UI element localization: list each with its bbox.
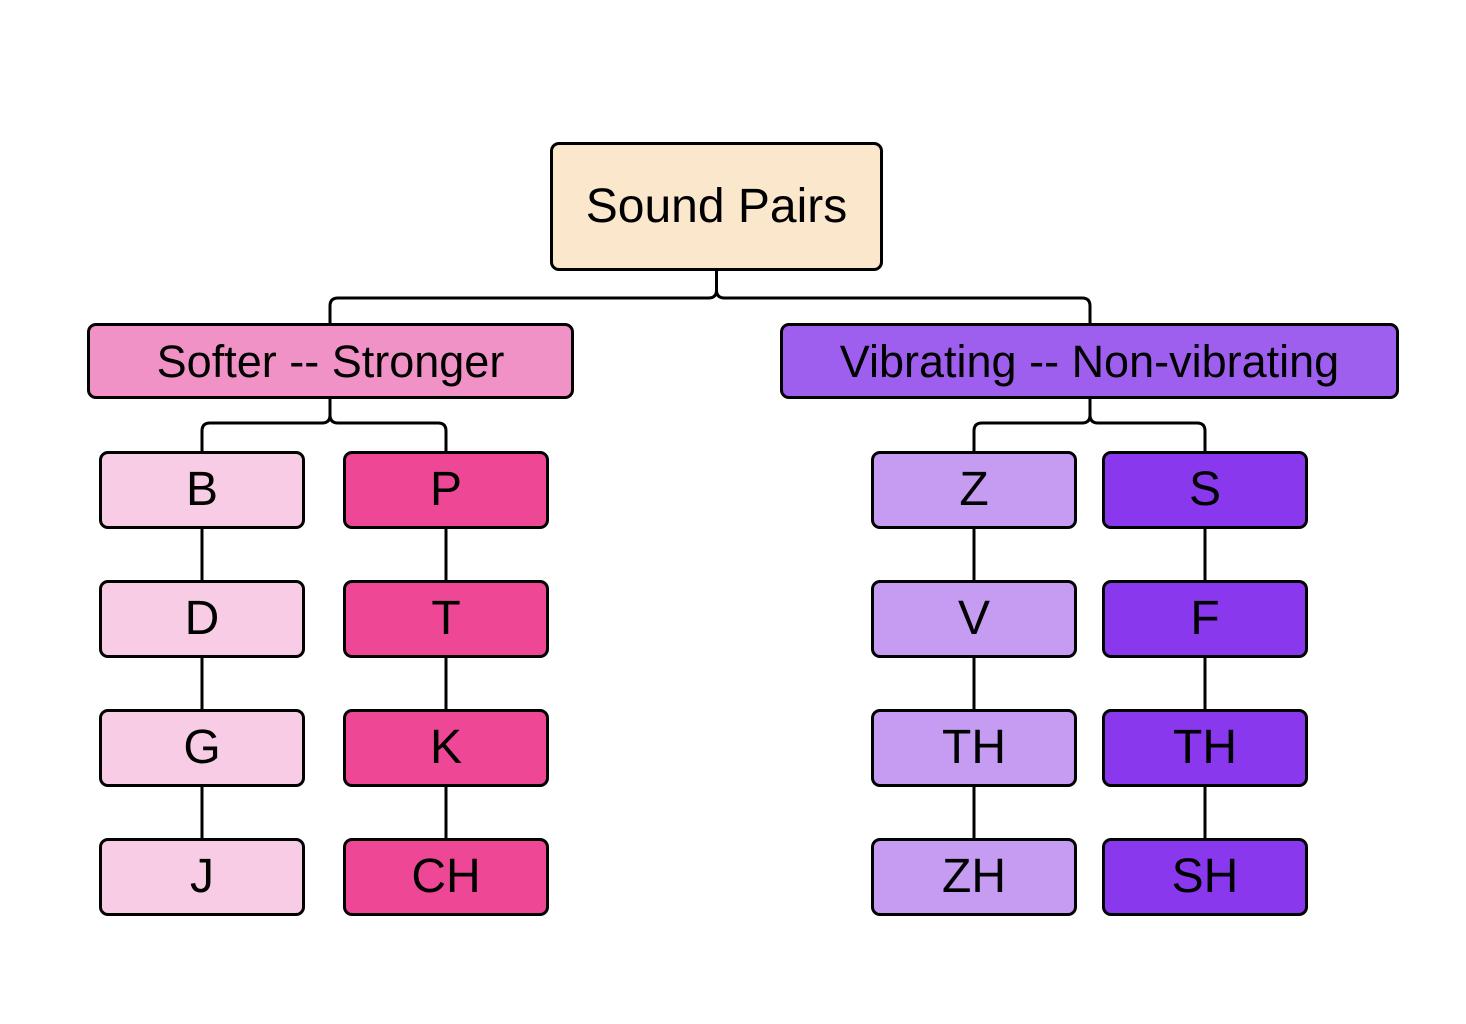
node-p: P [343,451,549,529]
node-f: F [1102,580,1308,658]
edge-root-to-left-branch [328,271,718,323]
node-th-nonvibrating: TH [1102,709,1308,787]
node-j: J [99,838,305,916]
node-d: D [99,580,305,658]
node-softer-stronger: Softer -- Stronger [87,323,574,399]
node-k: K [343,709,549,787]
node-th-vibrating: TH [871,709,1077,787]
node-t: T [343,580,549,658]
edge-left-branch-to-softer-column [200,399,332,451]
edge-right-branch-to-nonvibrating-column [1088,399,1207,451]
node-zh: ZH [871,838,1077,916]
node-g: G [99,709,305,787]
node-v: V [871,580,1077,658]
edge-left-branch-to-stronger-column [328,399,448,451]
node-vibrating-nonvibrating: Vibrating -- Non-vibrating [780,323,1399,399]
node-sh: SH [1102,838,1308,916]
node-z: Z [871,451,1077,529]
node-b: B [99,451,305,529]
node-ch: CH [343,838,549,916]
edge-root-to-right-branch [715,271,1092,323]
node-sound-pairs: Sound Pairs [550,142,883,271]
edge-right-branch-to-vibrating-column [972,399,1092,451]
node-s: S [1102,451,1308,529]
